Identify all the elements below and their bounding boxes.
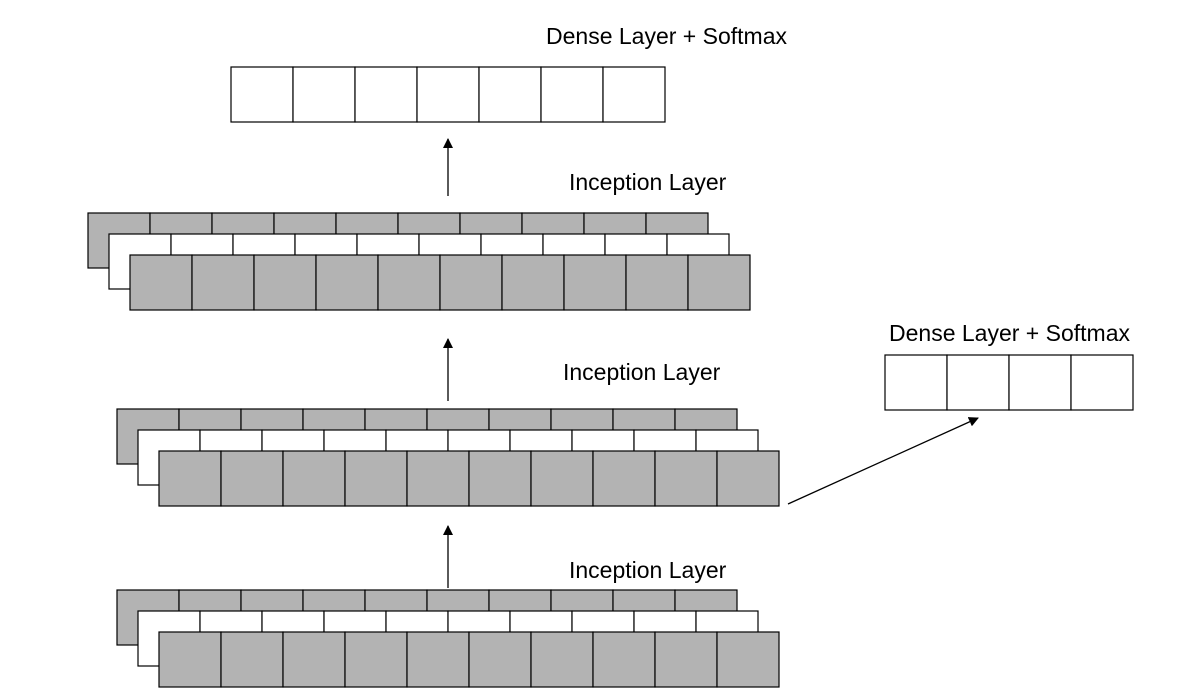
inception-layer-middle (116, 408, 780, 507)
inception-top-front-row-cell (501, 254, 565, 311)
inception-bottom-front-row-cell (716, 631, 780, 688)
top-output-cell (416, 66, 480, 123)
inception-top-label: Inception Layer (569, 169, 727, 195)
top-output-label: Dense Layer + Softmax (546, 23, 787, 49)
inception-middle-label: Inception Layer (563, 359, 721, 385)
inception-top-front-row-cell (129, 254, 193, 311)
inception-middle-front-row-cell (220, 450, 284, 507)
top-output-cell (478, 66, 542, 123)
inception-bottom-front-row-cell (654, 631, 718, 688)
inception-layer-bottom (116, 589, 780, 688)
side-output-label: Dense Layer + Softmax (889, 320, 1130, 346)
inception-middle-front-row-cell (716, 450, 780, 507)
top-output-cell (292, 66, 356, 123)
inception-top-front-row-cell (687, 254, 751, 311)
side-output-cell (946, 354, 1010, 411)
inception-middle-front-row-cell (158, 450, 222, 507)
inception-bottom-front-row-cell (530, 631, 594, 688)
inception-middle-front-row-cell (344, 450, 408, 507)
inception-top-front-row-cell (563, 254, 627, 311)
inception-bottom-front-row-cell (282, 631, 346, 688)
inception-bottom-front-row-cell (220, 631, 284, 688)
side-output-cell (1070, 354, 1134, 411)
inception-top-front-row-cell (253, 254, 317, 311)
inception-bottom-front-row-cell (468, 631, 532, 688)
arrow-middle-to-side-output (787, 417, 979, 505)
inception-top-front-row-cell (439, 254, 503, 311)
top-output-layer (230, 66, 666, 123)
inception-middle-front-row-cell (654, 450, 718, 507)
top-output-cell (354, 66, 418, 123)
inception-top-front-row-cell (625, 254, 689, 311)
inception-top-front-row-cell (191, 254, 255, 311)
inception-top-front-row-cell (377, 254, 441, 311)
inception-bottom-front-row-cell (406, 631, 470, 688)
inception-middle-front-row-cell (530, 450, 594, 507)
top-output-cell (540, 66, 604, 123)
inception-middle-front-row-cell (282, 450, 346, 507)
inception-bottom-front-row-cell (344, 631, 408, 688)
inception-middle-front-row-cell (592, 450, 656, 507)
top-output-cell (602, 66, 666, 123)
side-output-layer (884, 354, 1134, 411)
side-output-cell (1008, 354, 1072, 411)
inception-layer-top (87, 212, 751, 311)
inception-middle-front-row-cell (406, 450, 470, 507)
side-output-cell (884, 354, 948, 411)
inception-bottom-front-row-cell (592, 631, 656, 688)
top-output-cell (230, 66, 294, 123)
inception-middle-front-row-cell (468, 450, 532, 507)
inception-top-front-row-cell (315, 254, 379, 311)
inception-bottom-label: Inception Layer (569, 557, 727, 583)
inception-bottom-front-row-cell (158, 631, 222, 688)
